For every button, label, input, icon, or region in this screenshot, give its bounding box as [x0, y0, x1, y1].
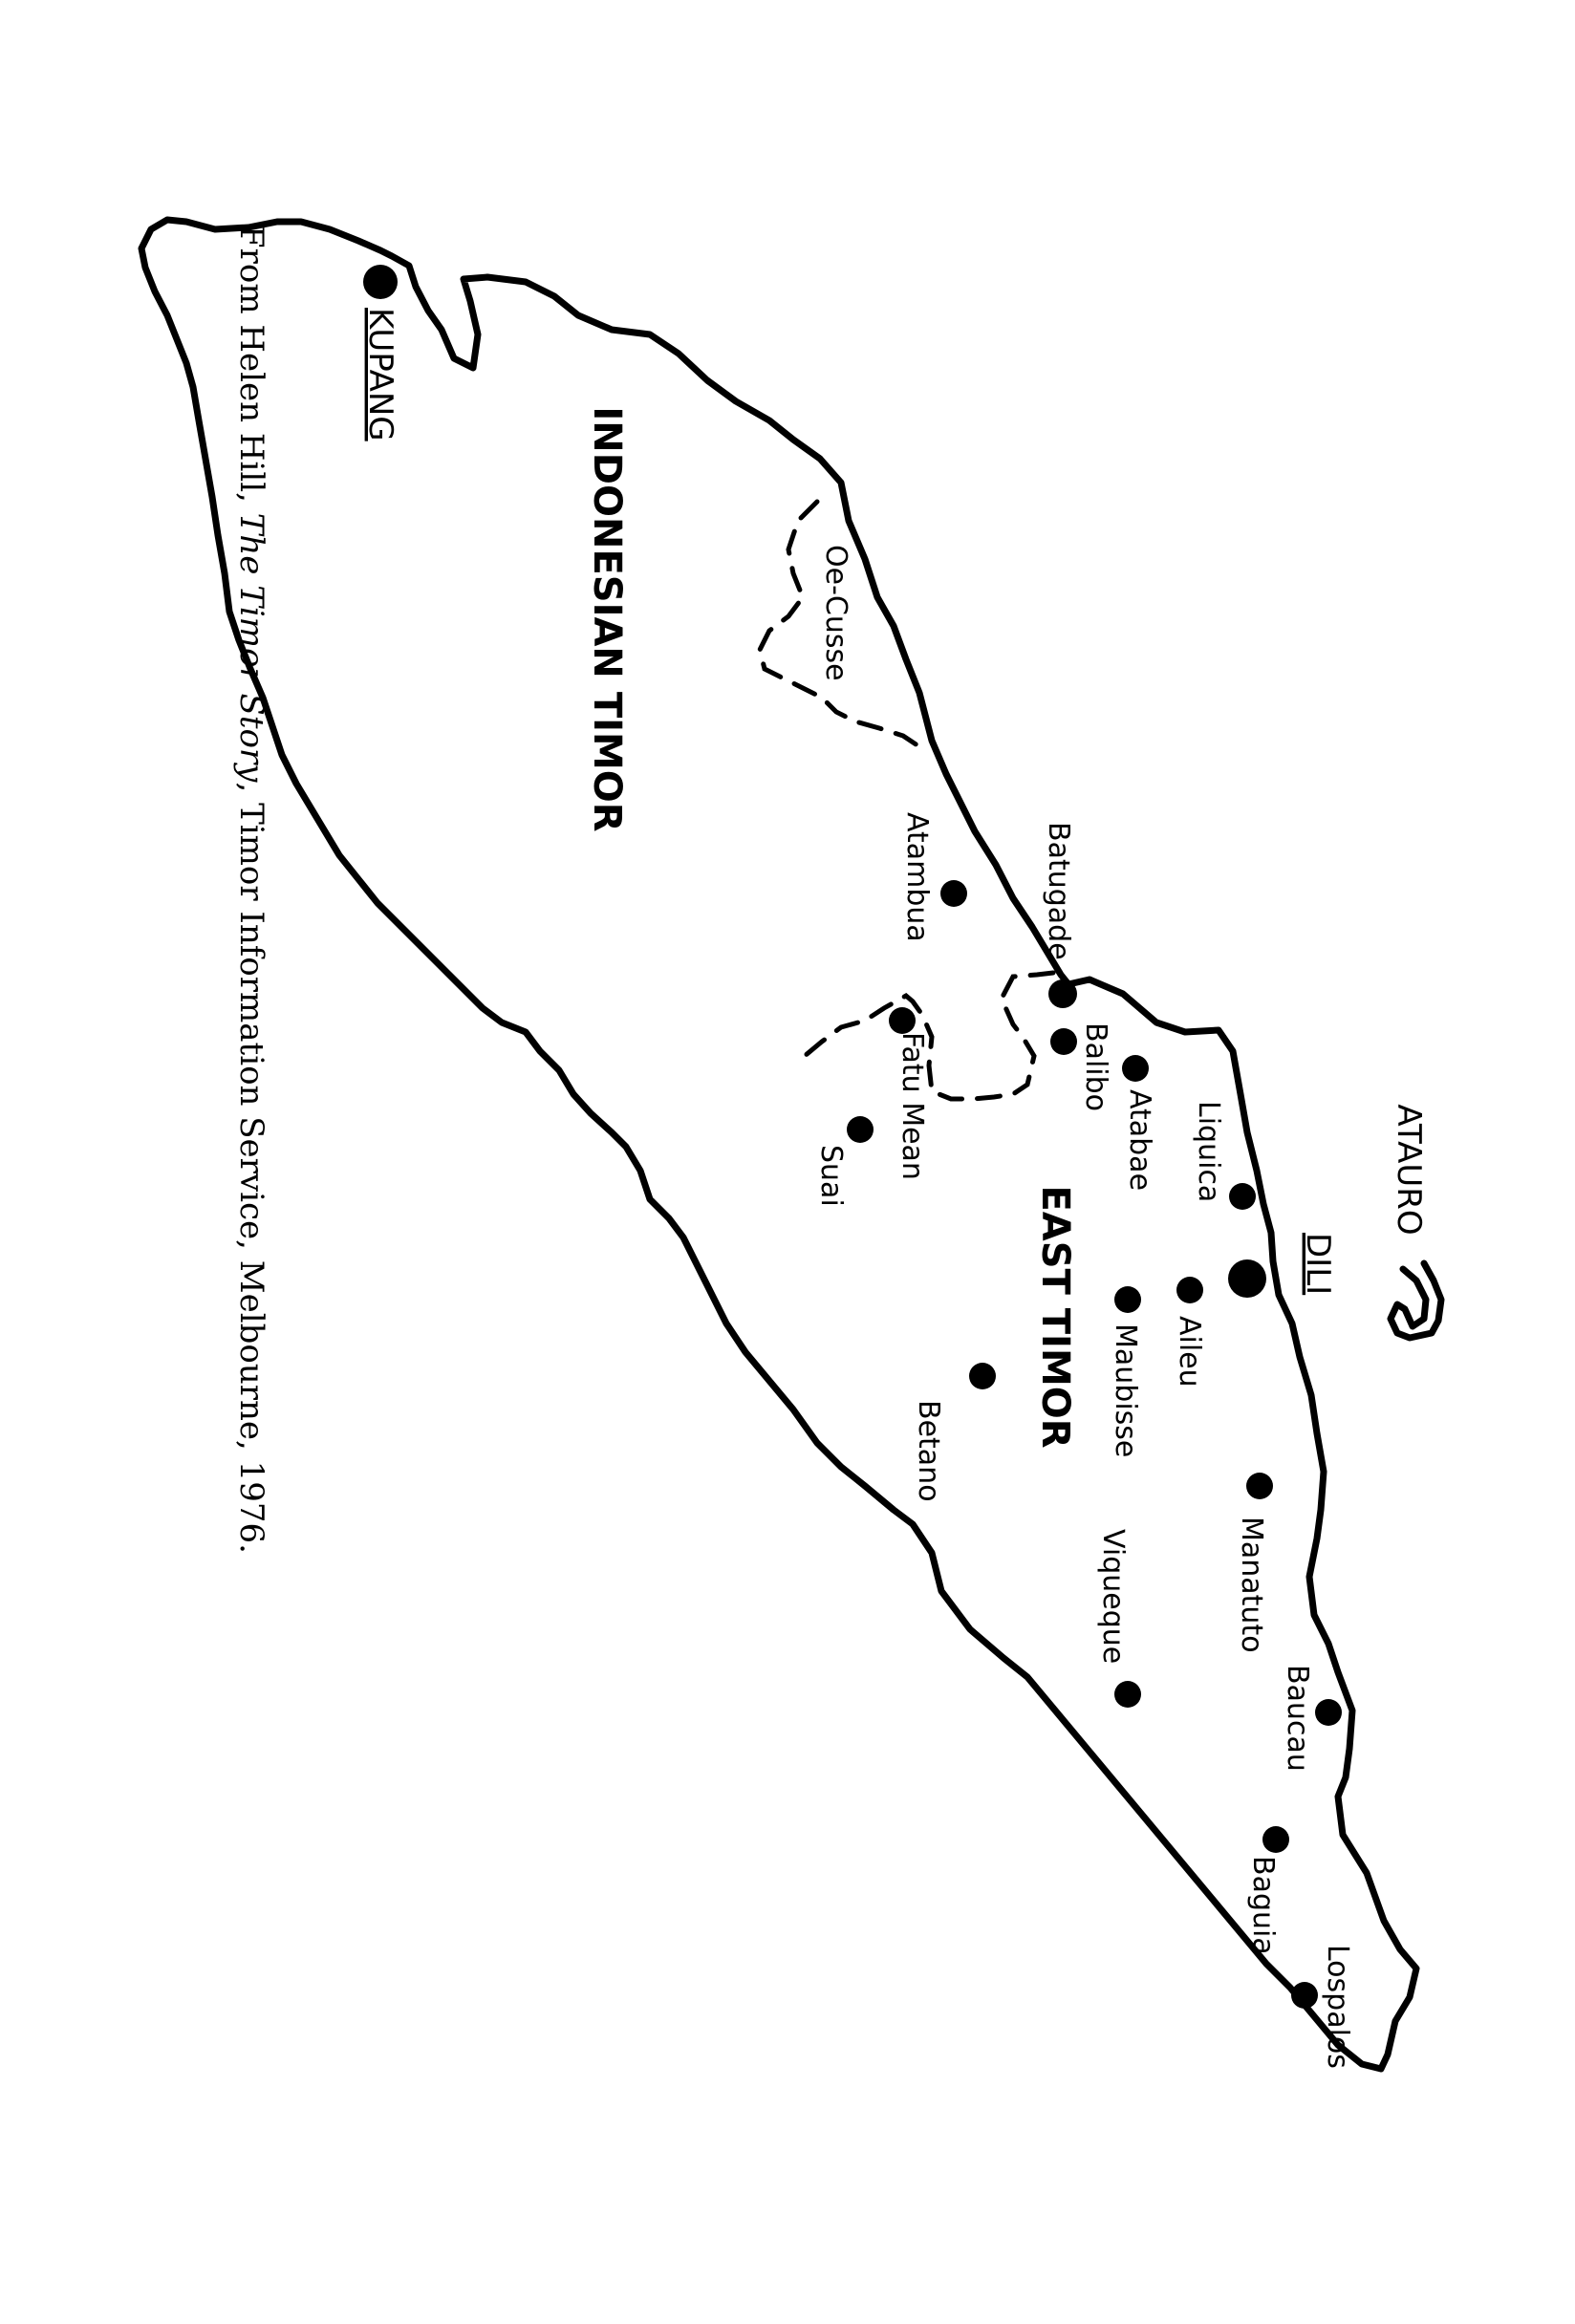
atauro-island	[1387, 1259, 1445, 1342]
label-baucau: Baucau	[1281, 1665, 1314, 1772]
town-dot-dili	[1228, 1259, 1266, 1298]
label-dili: DILI	[1299, 1233, 1337, 1295]
label-indonesian-timor: INDONESIAN TIMOR	[585, 406, 629, 831]
map-source-caption: From Helen Hill, The Timor Story, Timor …	[232, 226, 270, 1554]
label-lospalos: Lospalos	[1321, 1945, 1354, 2069]
label-liquica: Liquica	[1192, 1101, 1225, 1202]
label-atabae: Atabae	[1123, 1089, 1156, 1191]
label-balibo: Balibo	[1079, 1022, 1112, 1111]
caption-part-2: , Timor Information Service, Melbourne, …	[232, 782, 270, 1553]
label-fatu-mean: Fatu Mean	[895, 1032, 929, 1180]
label-manatuto: Manatuto	[1235, 1517, 1268, 1653]
town-dot-batugade	[1048, 979, 1077, 1008]
town-dot-aileu	[1176, 1277, 1203, 1303]
town-dot-baucau	[1315, 1699, 1342, 1726]
label-baguia: Baguia	[1246, 1856, 1280, 1955]
label-east-timor: EAST TIMOR	[1033, 1185, 1077, 1448]
town-dot-suai	[847, 1116, 874, 1143]
label-atambua: Atambua	[900, 812, 934, 942]
town-dot-viqueque	[1114, 1681, 1141, 1708]
town-dot-fatu-mean	[889, 1007, 916, 1034]
east-timor-land-border	[802, 970, 1056, 1102]
label-atauro: ATAURO	[1390, 1104, 1428, 1235]
town-dot-atabae	[1122, 1055, 1149, 1082]
town-dot-atambua	[940, 880, 967, 907]
label-oecusse: Oe-Cusse	[819, 545, 852, 681]
town-dot-betano	[969, 1363, 996, 1389]
label-viqueque: Viqueque	[1096, 1529, 1130, 1664]
label-suai: Suai	[814, 1145, 848, 1207]
label-maubisse: Maubisse	[1109, 1323, 1142, 1457]
label-aileu: Aileu	[1173, 1316, 1206, 1388]
oecusse-enclave-border	[757, 499, 920, 748]
town-dot-kupang	[363, 265, 398, 299]
timor-coastline	[138, 216, 1420, 2073]
caption-part-1: From Helen Hill,	[232, 226, 270, 513]
town-dot-baguia	[1262, 1826, 1289, 1853]
label-betano: Betano	[912, 1400, 945, 1502]
town-dot-maubisse	[1114, 1286, 1141, 1313]
caption-book-title: The Timor Story	[232, 513, 270, 784]
town-dot-lospalos	[1291, 1982, 1318, 2009]
label-kupang: KUPANG	[361, 308, 399, 441]
label-batugade: Batugade	[1042, 822, 1075, 960]
town-dot-manatuto	[1246, 1473, 1273, 1499]
town-dot-liquica	[1229, 1183, 1256, 1210]
town-dot-balibo	[1050, 1028, 1077, 1055]
